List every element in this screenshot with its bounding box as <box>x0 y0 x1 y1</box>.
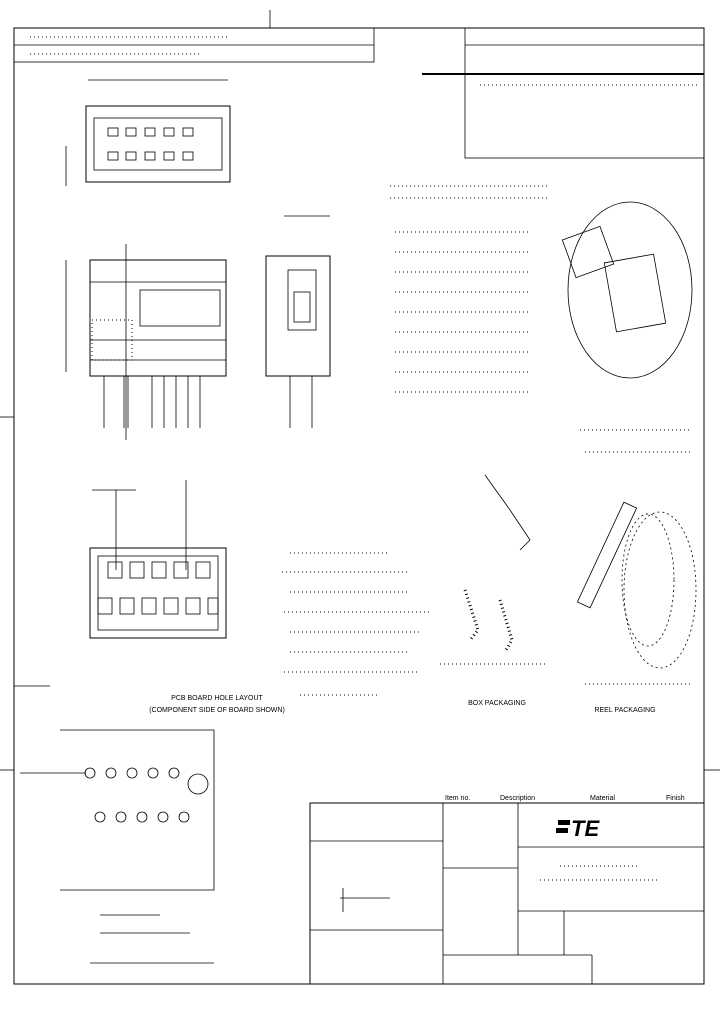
pcb-layout-subtitle: (COMPONENT SIDE OF BOARD SHOWN) <box>149 707 285 714</box>
column-item-no: Item no. <box>445 795 470 802</box>
column-material: Material <box>590 795 615 802</box>
svg-text:TE: TE <box>571 816 600 841</box>
dimension-table <box>390 185 550 393</box>
bottom-view <box>89 480 227 639</box>
top-view <box>65 79 231 186</box>
front-view <box>65 244 227 440</box>
isometric-detail <box>561 201 693 453</box>
reel-packaging-illustration <box>576 501 697 685</box>
notes <box>282 552 430 696</box>
title-block <box>309 802 705 985</box>
te-logo: TE <box>556 816 600 841</box>
column-description: Description <box>500 795 535 802</box>
side-view <box>265 215 331 428</box>
box-packaging-illustration <box>440 474 545 665</box>
pcb-layout-title: PCB BOARD HOLE LAYOUT <box>171 695 263 702</box>
reel-packaging-label: REEL PACKAGING <box>594 707 655 714</box>
box-packaging-label: BOX PACKAGING <box>468 700 526 707</box>
pcb-hole-layout <box>20 729 215 964</box>
column-finish: Finish <box>666 795 685 802</box>
revision-block-left <box>13 27 375 63</box>
revision-block-right <box>422 27 705 159</box>
